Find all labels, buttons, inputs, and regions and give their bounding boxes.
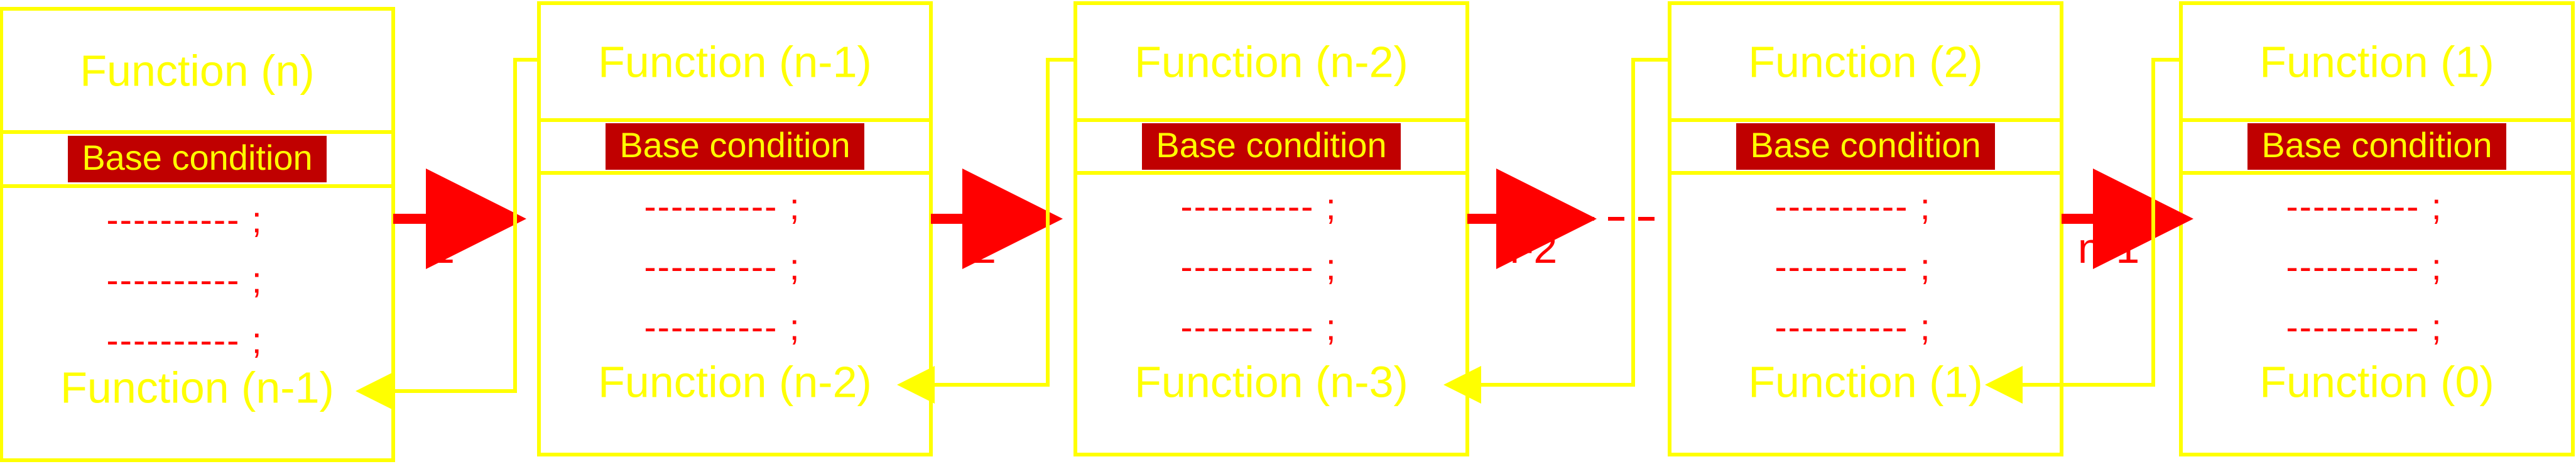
statement-line: ---------- ; xyxy=(1180,246,1337,287)
recursive-call-label: Function (1) xyxy=(1748,357,1982,406)
recursive-call-label: Function (0) xyxy=(2259,357,2494,406)
statement-line: ---------- ; xyxy=(2286,246,2442,287)
base-condition-label: Base condition xyxy=(82,138,312,177)
statement-line: ---------- ; xyxy=(644,246,800,287)
return-connector xyxy=(1985,58,2181,404)
base-condition-label: Base condition xyxy=(1156,125,1386,165)
statement-line: ---------- ; xyxy=(2286,186,2442,227)
statement-line: ---------- ; xyxy=(1180,307,1337,348)
statement-line: ---------- ; xyxy=(644,307,800,348)
function-box: Function (n-2) Base condition ---------- ;… xyxy=(1073,1,1469,456)
statement-line: ---------- ; xyxy=(2286,307,2442,348)
function-box: Function (2) Base condition ---------- ; --… xyxy=(1668,1,2063,456)
recursive-call-label: Function (n-1) xyxy=(60,363,334,412)
statement-line: ---------- ; xyxy=(1774,186,1931,227)
function-box: Function (n) Base condition ---------- ; --… xyxy=(0,7,395,462)
statement-line: ---------- ; xyxy=(1774,307,1931,348)
function-title: Function (n) xyxy=(80,46,314,95)
base-condition-badge xyxy=(606,123,864,170)
connectors: 1 2 n-2 n-1 xyxy=(356,58,2193,410)
recursive-call-label: Function (n-3) xyxy=(1134,357,1408,406)
function-title: Function (n-2) xyxy=(1134,37,1408,86)
statement-line: ---------- ; xyxy=(106,260,263,301)
base-condition-badge xyxy=(2247,123,2506,170)
statement-line: ---------- ; xyxy=(1180,186,1337,227)
function-box-frame xyxy=(0,7,395,462)
call-step-label: 1 xyxy=(431,224,455,272)
call-step-label: n-2 xyxy=(1496,224,1557,272)
statement-line: ---------- ; xyxy=(106,320,263,361)
base-condition-label: Base condition xyxy=(1750,125,1981,165)
return-connector xyxy=(1443,58,1670,404)
call-step-label: 2 xyxy=(972,224,996,272)
base-condition-badge xyxy=(68,136,327,182)
statement-line: ---------- ; xyxy=(644,186,800,227)
return-connector xyxy=(897,58,1075,404)
base-condition-badge xyxy=(1142,123,1401,170)
base-condition-badge xyxy=(1736,123,1995,170)
base-condition-label: Base condition xyxy=(619,125,850,165)
recursive-call-label: Function (n-2) xyxy=(598,357,872,406)
function-box-frame xyxy=(537,1,933,456)
base-condition-label: Base condition xyxy=(2261,125,2492,165)
function-box-frame xyxy=(1073,1,1469,456)
function-title: Function (1) xyxy=(2259,37,2494,86)
function-box: Function (n-1) Base condition ---------- ;… xyxy=(537,1,933,456)
function-title: Function (n-1) xyxy=(598,37,872,86)
call-step-label: n-1 xyxy=(2078,224,2139,272)
function-title: Function (2) xyxy=(1748,37,1982,86)
return-connector xyxy=(356,58,539,410)
statement-line: ---------- ; xyxy=(1774,246,1931,287)
function-box-frame xyxy=(1668,1,2063,456)
function-box: Function (1) Base condition ---------- ; --… xyxy=(2179,1,2575,456)
statement-line: ---------- ; xyxy=(106,199,263,240)
